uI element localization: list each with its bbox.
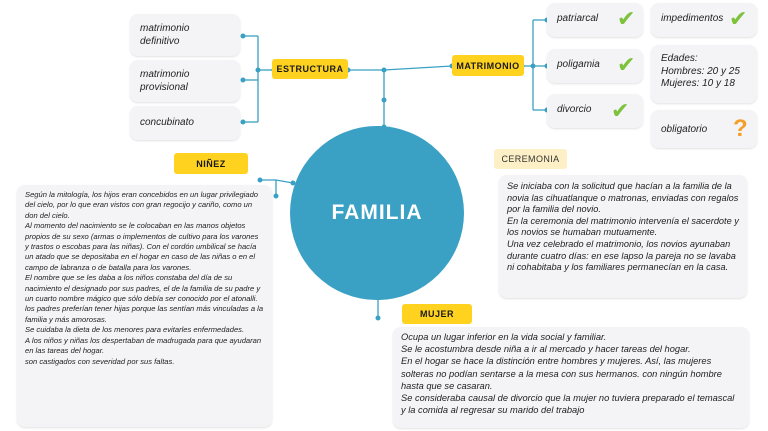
estructura-label: ESTRUCTURA bbox=[272, 59, 348, 79]
estructura-item-definitivo: matrimonio definitivo bbox=[130, 14, 240, 56]
estructura-item-text: matrimonio provisional bbox=[140, 69, 190, 93]
ninez-paragraph: son castigados con severidad por sus fal… bbox=[25, 356, 175, 366]
check-icon: ✔ bbox=[611, 98, 630, 123]
matrimonio-item-text: poligamia bbox=[557, 59, 600, 70]
mujer-paragraph: Se consideraba causal de divorcio que la… bbox=[401, 393, 735, 416]
matrimonio-item-text: patriarcal bbox=[557, 13, 599, 24]
ceremonia-paragraph: Se iniciaba con la solicitud que hacían … bbox=[507, 181, 739, 215]
ceremonia-paragraph: En la ceremonia del matrimonio intervení… bbox=[507, 215, 739, 238]
center-node: FAMILIA bbox=[290, 126, 464, 300]
matrimonio-item-divorcio: divorcio ✔ bbox=[547, 94, 643, 128]
ninez-paragraph: los padres preferían tener hijas porque … bbox=[25, 304, 264, 324]
ceremonia-text-card: Se iniciaba con la solicitud que hacían … bbox=[499, 175, 747, 298]
ceremonia-label: CEREMONIA bbox=[494, 149, 567, 169]
impedimentos-text: impedimentos bbox=[661, 13, 724, 24]
question-mark-icon: ? bbox=[733, 115, 748, 142]
obligatorio-text: obligatorio bbox=[661, 124, 708, 135]
mujer-text-card: Ocupa un lugar inferior en la vida socia… bbox=[393, 327, 749, 428]
ceremonia-paragraph: Una vez celebrado el matrimonio, los nov… bbox=[507, 238, 736, 273]
mujer-paragraph: En el hogar se hace la distinción entre … bbox=[401, 356, 722, 391]
estructura-item-concubinato: concubinato bbox=[130, 106, 240, 140]
matrimonio-item-text: divorcio bbox=[557, 104, 592, 115]
mujer-paragraph: Se le acostumbra desde niña a ir al merc… bbox=[401, 344, 691, 355]
mujer-paragraph: Ocupa un lugar inferior en la vida socia… bbox=[401, 332, 607, 342]
edades-hombres: Hombres: 20 y 25 bbox=[661, 65, 740, 77]
ninez-paragraph: Según la mitología, los hijos eran conce… bbox=[25, 190, 259, 220]
estructura-item-provisional: matrimonio provisional bbox=[130, 60, 240, 102]
ninez-paragraph: Se cuidaba la dieta de los menores para … bbox=[25, 325, 245, 335]
matrimonio-item-patriarcal: patriarcal ✔ bbox=[547, 3, 643, 37]
estructura-item-text: matrimonio definitivo bbox=[140, 23, 190, 47]
matrimonio-item-poligamia: poligamia ✔ bbox=[547, 49, 643, 83]
ninez-paragraph: El nombre que se les daba a los niños co… bbox=[25, 273, 261, 304]
ninez-text-card: Según la mitología, los hijos eran conce… bbox=[17, 185, 272, 427]
edades-mujeres: Mujeres: 10 y 18 bbox=[661, 78, 735, 89]
matrimonio-label: MATRIMONIO bbox=[452, 55, 524, 76]
check-icon: ✔ bbox=[617, 6, 636, 31]
check-icon: ✔ bbox=[729, 6, 748, 31]
ninez-label: NIÑEZ bbox=[174, 153, 248, 174]
mujer-label: MUJER bbox=[402, 304, 472, 324]
obligatorio-card: obligatorio ? bbox=[651, 110, 757, 148]
edades-title: Edades: bbox=[661, 53, 698, 64]
edades-card: Edades: Hombres: 20 y 25 Mujeres: 10 y 1… bbox=[651, 45, 757, 103]
center-title: FAMILIA bbox=[331, 201, 423, 224]
ninez-paragraph: A los niños y niñas los despertaban de m… bbox=[25, 335, 262, 356]
estructura-item-text: concubinato bbox=[140, 117, 194, 128]
impedimentos-card: impedimentos ✔ bbox=[651, 3, 757, 37]
ninez-paragraph: Al momento del nacimiento se le colocaba… bbox=[25, 221, 259, 272]
check-icon: ✔ bbox=[617, 52, 636, 77]
